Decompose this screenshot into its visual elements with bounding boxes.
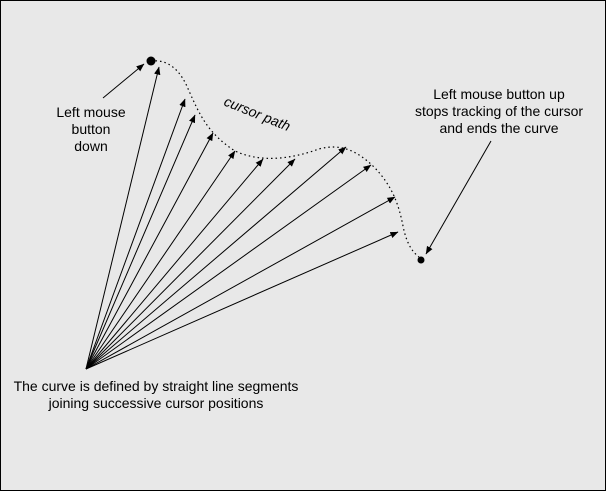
start-point-icon bbox=[146, 56, 156, 66]
segment-arrow bbox=[85, 98, 186, 370]
cursor-path-label: cursor path bbox=[222, 93, 293, 134]
mouse-down-label-line: Left mouse bbox=[56, 104, 126, 120]
mouse-up-label-line: Left mouse button up bbox=[433, 86, 565, 102]
mouse-up-label-line: stops tracking of the cursor bbox=[414, 103, 584, 119]
segment-arrow bbox=[85, 150, 236, 370]
end-point-icon bbox=[417, 256, 425, 264]
segment-arrows bbox=[85, 66, 399, 370]
mouse-down-callout-arrow bbox=[102, 63, 145, 99]
segment-arrow bbox=[85, 196, 396, 370]
mouse-up-callout-arrow bbox=[425, 140, 492, 255]
curve-definition-label: The curve is defined by straight line se… bbox=[1, 378, 311, 412]
segment-arrow bbox=[85, 132, 214, 370]
mouse-down-label-line: button bbox=[71, 121, 111, 137]
mouse-up-label: Left mouse button up stops tracking of t… bbox=[409, 86, 589, 137]
segment-arrow bbox=[85, 158, 264, 370]
mouse-up-label-line: and ends the curve bbox=[439, 120, 559, 136]
curve-definition-label-line: The curve is defined by straight line se… bbox=[13, 378, 299, 394]
mouse-down-label: Left mouse button down bbox=[51, 104, 131, 155]
segment-arrow bbox=[85, 146, 347, 370]
segment-arrow bbox=[85, 164, 372, 370]
segment-arrow bbox=[85, 66, 161, 370]
segment-arrow bbox=[85, 231, 399, 370]
cursor-path-dotted-line bbox=[150, 60, 420, 258]
mouse-down-label-line: down bbox=[74, 138, 108, 154]
segment-arrow bbox=[85, 114, 196, 370]
segment-arrow bbox=[85, 158, 296, 370]
curve-definition-label-line: joining successive cursor positions bbox=[48, 395, 264, 411]
